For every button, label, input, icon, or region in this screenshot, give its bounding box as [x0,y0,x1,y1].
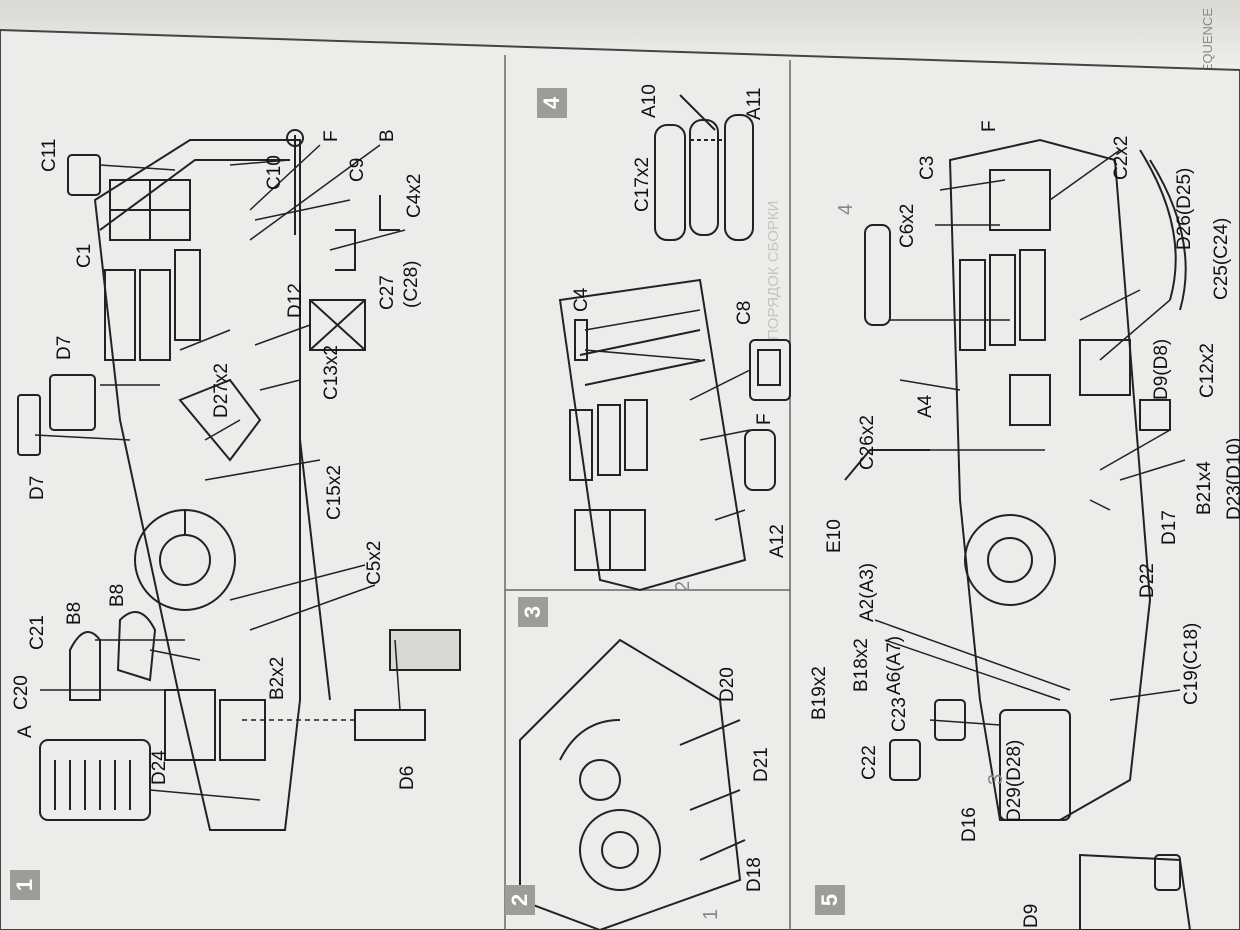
label-d16: D16 [959,807,980,842]
hull-drawing-step5 [844,138,1187,821]
label-c10: C10 [264,155,285,190]
label-d21: D21 [751,747,772,782]
label-d20: D20 [717,667,738,702]
label-c5x2: C5x2 [364,540,385,585]
label-c8: C8 [734,300,755,325]
label-a2: A2(A3) [857,562,878,622]
hull-drawing-step2 [558,278,791,592]
label-d24: D24 [149,750,170,785]
label-c1: C1 [74,243,95,268]
leader-lines-step1 [34,144,406,801]
label-c6x2: C6x2 [897,203,918,248]
label-c12x2: C12x2 [1197,343,1218,398]
label-c15x2: C15x2 [324,465,345,520]
label-d9-inset: D9 [1021,903,1042,928]
label-c4: C4 [571,287,592,312]
label-f-1: F [321,130,342,142]
parts-step1 [17,129,461,821]
step-number-3: 3 [518,597,548,627]
label-d7-bottom: D7 [27,475,48,500]
label-d6: D6 [397,765,418,790]
label-c9: C9 [347,157,368,182]
label-e10: E10 [824,519,845,553]
label-b2x2: B2x2 [267,656,288,700]
label-c13x2: C13x2 [321,345,342,400]
label-c4x2: C4x2 [404,173,425,218]
label-c27: C27 [377,275,398,310]
label-b18x2: B18x2 [851,638,872,692]
step-number-1: 1 [10,870,40,900]
label-d26: D26(D25) [1174,167,1195,250]
label-c11: C11 [39,138,60,172]
label-a12: A12 [767,524,788,558]
label-c28: (C28) [401,260,422,308]
label-a11: A11 [744,87,765,120]
step-number-5: 5 [815,885,845,915]
label-d23: D23(D10) [1224,437,1240,520]
label-c21: C21 [27,615,48,650]
label-c17x2: C17x2 [632,157,653,212]
label-c25: C25(C24) [1211,217,1232,300]
label-b8-1: B8 [64,601,85,625]
label-d27x2: D27x2 [211,363,232,418]
label-d18: D18 [744,857,765,892]
label-c26x2: C26x2 [857,415,878,470]
label-f-2: F [754,413,775,425]
label-a: A [15,725,36,738]
label-d9-d8: D9(D8) [1151,338,1172,400]
label-a10: A10 [639,84,660,118]
label-d7-top: D7 [54,335,75,360]
bleed-through-text: ПОРЯДОК СБОРКИ [765,200,782,340]
label-d17: D17 [1159,510,1180,545]
label-f-3: F [979,120,1000,132]
parts-step4 [654,94,754,241]
label-a6: A6(A7) [884,635,905,695]
sub-step-1: 1 [700,908,722,920]
label-c2x2: C2x2 [1111,135,1132,180]
label-b8-2: B8 [107,583,128,607]
label-b19x2: B19x2 [809,666,830,720]
label-c22: C22 [859,745,880,780]
step-number-2: 2 [505,885,535,915]
instruction-sheet [0,28,1240,930]
label-c23: C23 [889,697,910,732]
inset-detail [1079,853,1192,930]
sub-step-2: 2 [672,580,694,592]
sub-step-4: 4 [835,203,857,215]
label-c3: C3 [917,155,938,180]
label-b: B [377,129,398,142]
label-d12: D12 [285,283,306,318]
leader-lines-step2 [584,309,751,521]
label-d22: D22 [1137,563,1158,598]
label-b21x4: B21x4 [1194,461,1215,515]
label-c20: C20 [11,675,32,710]
label-c19: C19(C18) [1181,622,1202,705]
step-number-4: 4 [537,88,567,118]
leader-lines-step5 [874,149,1186,726]
label-d29: D29(D28) [1004,739,1025,822]
label-a4: A4 [915,394,936,418]
hull-drawing-step1 [93,139,331,831]
